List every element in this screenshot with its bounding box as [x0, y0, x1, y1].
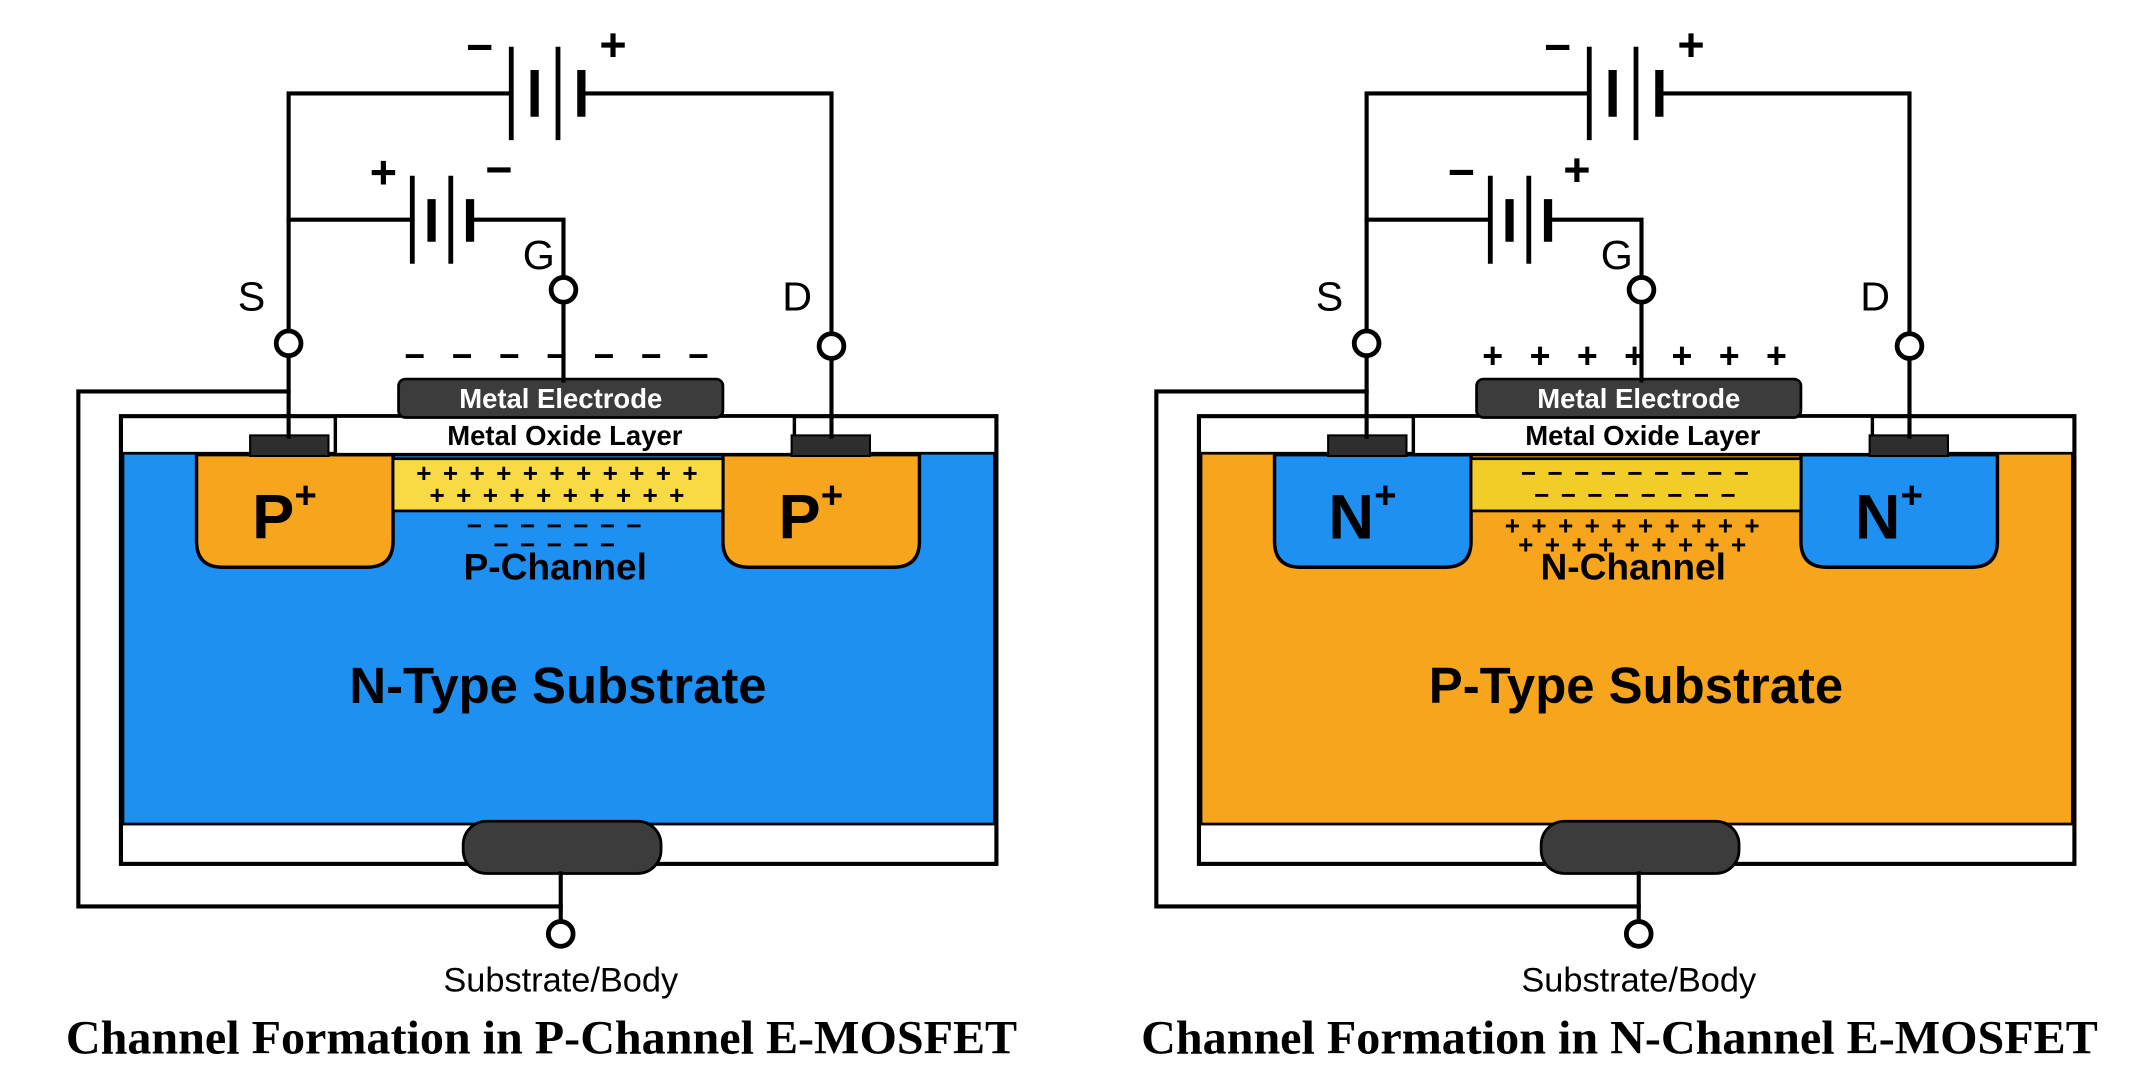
- channel-charge-row-2: + + + + + + + + + +: [430, 480, 687, 510]
- gate-metal-electrode: [397, 377, 725, 419]
- gate-terminal: [1626, 275, 1656, 305]
- source-region-label: P+: [252, 474, 317, 552]
- gate-supply-battery: − +: [1447, 143, 1590, 264]
- channel-label: P-Channel: [464, 546, 647, 588]
- metal-oxide-layer-label: Metal Oxide Layer: [1525, 420, 1760, 451]
- drain-region-base: N: [1854, 482, 1900, 552]
- induced-charge-row-2: + + + + + + + + +: [1518, 529, 1748, 559]
- gate-supply-battery: + −: [370, 143, 513, 264]
- device-cross-section: − − − − − − − − − − − − − − − − − + + + …: [1196, 377, 2076, 875]
- emosfet-panel-0: + + + + + + + + + + + + + + + + + + + + …: [66, 18, 1017, 1064]
- body-metal-contact: [1539, 819, 1740, 875]
- source-wire: [286, 91, 514, 439]
- drain-terminal-label: D: [782, 273, 812, 319]
- gate-battery-polarity-right: −: [485, 143, 512, 195]
- body-terminal: [1623, 919, 1654, 949]
- gate-metal-electrode: [1474, 377, 1802, 419]
- gate-battery-polarity-right: +: [1563, 143, 1590, 195]
- substrate-label: P-Type Substrate: [1428, 657, 1842, 714]
- source-terminal-label: S: [1315, 273, 1342, 319]
- drain-region-sup: +: [821, 474, 843, 517]
- drain-doped-region: [1798, 452, 1999, 569]
- body-return-wire: [76, 389, 563, 909]
- channel-charge-row-1: + + + + + + + + + + +: [416, 458, 700, 488]
- drain-battery-polarity-left: −: [1544, 21, 1571, 73]
- induced-channel-strip: [1469, 457, 1802, 513]
- channel-label: N-Channel: [1540, 546, 1725, 588]
- drain-region-label: P+: [779, 474, 844, 552]
- drain-region-label: N+: [1854, 474, 1922, 552]
- source-terminal: [273, 328, 304, 359]
- drain-wire: [580, 91, 834, 439]
- induced-charge-row-1: + + + + + + + + + +: [1504, 510, 1761, 540]
- source-region-base: P: [252, 482, 294, 552]
- gate-terminal-label: G: [523, 232, 555, 278]
- circuit-wires: [76, 91, 834, 924]
- metal-oxide-layer: [333, 414, 797, 457]
- body-return-wire: [1153, 389, 1641, 909]
- device-cross-section: + + + + + + + + + + + + + + + + + + + + …: [118, 377, 999, 875]
- drain-terminal-label: D: [1860, 273, 1890, 319]
- drain-wire: [1658, 91, 1912, 439]
- induced-charge-row-1: − − − − − − −: [467, 510, 644, 540]
- drain-doped-region: [721, 452, 922, 569]
- drain-terminal: [1894, 331, 1924, 361]
- panel-caption: Channel Formation in P-Channel E-MOSFET: [66, 1011, 1017, 1064]
- drain-terminal: [816, 331, 847, 361]
- source-doped-region: [1272, 452, 1473, 569]
- gate-battery-polarity-left: −: [1447, 146, 1474, 198]
- source-terminal: [1351, 328, 1381, 359]
- body-terminal-label: Substrate/Body: [1521, 962, 1757, 1000]
- body-terminal-label: Substrate/Body: [443, 962, 679, 1000]
- source-region-sup: +: [1374, 474, 1396, 517]
- metal-oxide-layer-label: Metal Oxide Layer: [447, 420, 682, 451]
- gate-surface-charges: − − − − − − −: [404, 336, 717, 376]
- source-region-sup: +: [294, 474, 316, 517]
- substrate-label: N-Type Substrate: [349, 657, 766, 714]
- channel-charge-row-1: − − − − − − − − −: [1520, 458, 1750, 488]
- source-terminal-label: S: [238, 273, 265, 319]
- source-wire: [1364, 91, 1591, 439]
- gate-electrode-label: Metal Electrode: [1537, 383, 1740, 414]
- gate-electrode-label: Metal Electrode: [459, 383, 662, 414]
- drain-supply-battery: − +: [466, 18, 627, 141]
- drain-battery-polarity-right: +: [599, 18, 626, 70]
- drain-supply-battery: − +: [1544, 18, 1704, 141]
- gate-terminal: [548, 275, 579, 305]
- circuit-wires: [1153, 91, 1912, 924]
- emosfet-panel-1: − − − − − − − − − − − − − − − − − + + + …: [1141, 18, 2098, 1064]
- drain-battery-polarity-left: −: [466, 21, 493, 73]
- gate-terminal-label: G: [1600, 232, 1632, 278]
- induced-charge-row-2: − − − − −: [493, 529, 617, 559]
- source-doped-region: [194, 452, 395, 569]
- gate-surface-charges: + + + + + + +: [1482, 336, 1795, 376]
- induced-channel-strip: [391, 457, 725, 513]
- source-region-label: N+: [1328, 474, 1396, 552]
- panel-caption: Channel Formation in N-Channel E-MOSFET: [1141, 1011, 2098, 1064]
- drain-region-base: P: [779, 482, 821, 552]
- gate-battery-polarity-left: +: [370, 146, 397, 198]
- drain-battery-polarity-right: +: [1677, 18, 1704, 70]
- gate-wire: [1548, 217, 1644, 383]
- gate-wire: [470, 217, 566, 383]
- channel-charge-row-2: − − − − − − − −: [1534, 480, 1738, 510]
- source-region-base: N: [1328, 482, 1374, 552]
- body-terminal: [545, 919, 576, 949]
- body-metal-contact: [461, 819, 663, 875]
- drain-region-sup: +: [1900, 474, 1922, 517]
